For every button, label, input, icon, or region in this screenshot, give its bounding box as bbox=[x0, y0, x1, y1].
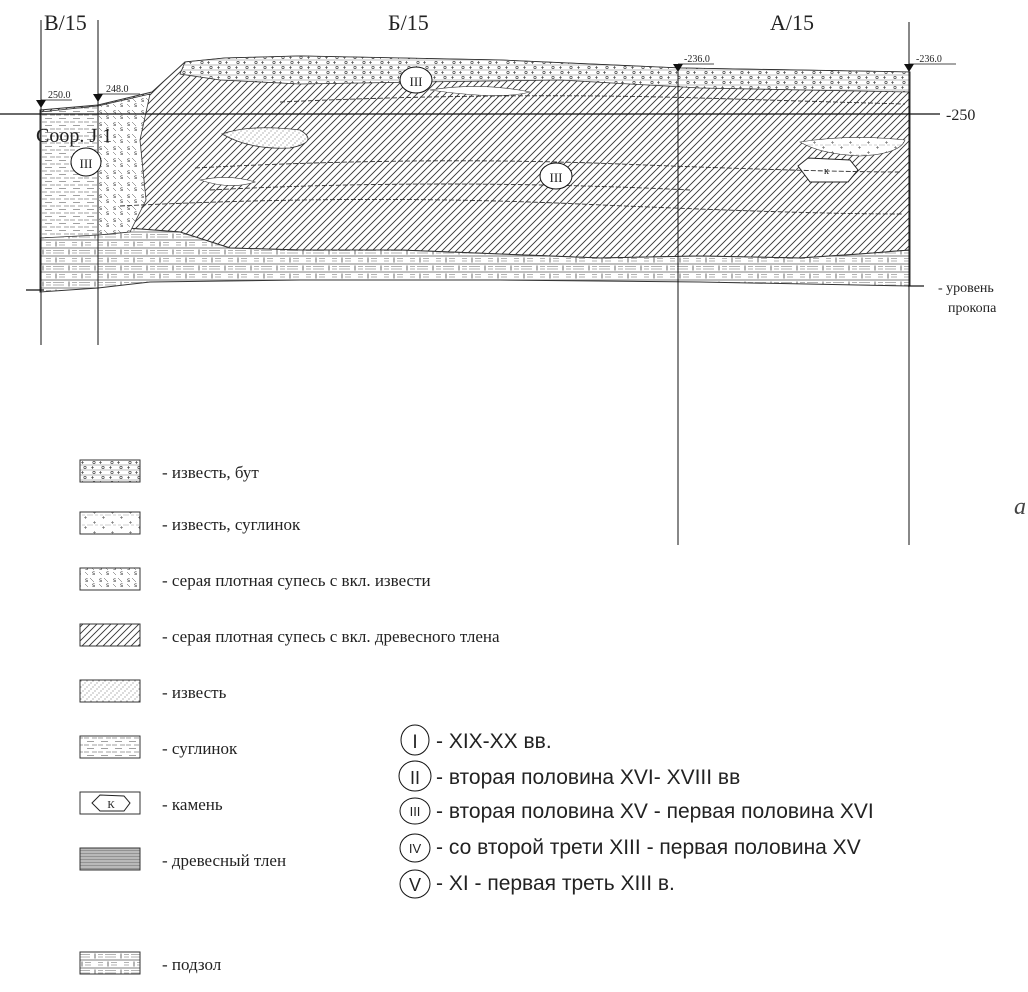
benchmark-value: -236.0 bbox=[916, 54, 942, 65]
level-label: -250 bbox=[946, 107, 975, 124]
layer-marker-label: III bbox=[550, 170, 563, 185]
lime-lens bbox=[221, 127, 309, 149]
period-numeral: I bbox=[412, 732, 417, 753]
wood-decay-pattern bbox=[79, 847, 141, 871]
stone-pattern-symbol: К bbox=[107, 799, 115, 811]
legend-label: - известь bbox=[162, 683, 227, 702]
period-numeral: III bbox=[410, 804, 421, 819]
column-label-a15: А/15 bbox=[770, 10, 814, 35]
column-label-v15: В/15 bbox=[44, 10, 87, 35]
legend-label: - подзол bbox=[162, 955, 222, 974]
benchmark-value: -236.0 bbox=[684, 54, 710, 65]
lime-loam-pattern bbox=[79, 511, 141, 535]
period-text: - со второй трети XIII - первая половина… bbox=[436, 836, 861, 859]
layer-marker-label: III bbox=[80, 156, 93, 171]
layer-marker-label: III bbox=[410, 74, 423, 89]
dig-level-label: - уровень bbox=[938, 281, 994, 296]
benchmark-arrow bbox=[904, 64, 914, 72]
period-text: - вторая половина XVI- XVIII вв bbox=[436, 766, 740, 789]
period-numeral: V bbox=[409, 875, 421, 895]
stone-outline bbox=[797, 157, 859, 183]
podzol-layer bbox=[39, 225, 911, 293]
period-text: - XIX-XX вв. bbox=[436, 730, 552, 753]
lime-pattern bbox=[79, 679, 141, 703]
layer-marker-circle bbox=[399, 66, 433, 94]
lime-lens bbox=[799, 137, 906, 157]
benchmark-arrow bbox=[93, 94, 103, 102]
dig-level-label: прокопа bbox=[948, 301, 997, 316]
period-legend: I II III IV V - XIX-XX вв. - вторая поло… bbox=[398, 724, 874, 899]
period-numeral: II bbox=[410, 768, 420, 788]
column-label-b15: Б/15 bbox=[388, 10, 429, 35]
legend-label: - известь, суглинок bbox=[162, 515, 301, 534]
period-numeral: IV bbox=[409, 841, 422, 856]
lime-lens bbox=[198, 177, 256, 186]
lime-lens bbox=[429, 86, 531, 96]
layer-marker-circle bbox=[539, 162, 573, 190]
period-marker-circle bbox=[399, 797, 431, 825]
lime-rubble-pattern bbox=[79, 459, 141, 483]
sandy-loam-wood-pattern bbox=[79, 623, 141, 647]
period-marker-circle bbox=[399, 833, 431, 863]
period-marker-circle bbox=[399, 869, 431, 899]
legend-label: - суглинок bbox=[162, 739, 238, 758]
period-text: - вторая половина XV - первая половина X… bbox=[436, 800, 874, 823]
legend-label: - серая плотная супесь с вкл. извести bbox=[162, 571, 431, 590]
benchmark-arrow bbox=[673, 64, 683, 72]
sandy-loam-lime-pattern bbox=[79, 567, 141, 591]
podzol-pattern bbox=[79, 951, 141, 975]
period-marker-circle bbox=[398, 760, 432, 792]
legend-label: - серая плотная супесь с вкл. древесного… bbox=[162, 627, 500, 646]
legend-label: - известь, бут bbox=[162, 463, 259, 482]
lime-rubble-layer bbox=[179, 55, 911, 93]
benchmark-arrow bbox=[36, 100, 46, 108]
figure-letter: а bbox=[1014, 494, 1026, 520]
layer-marker-circle bbox=[70, 147, 102, 177]
interface-lines bbox=[119, 95, 906, 215]
loam-pattern bbox=[79, 735, 141, 759]
stone-pattern-outline bbox=[91, 794, 131, 812]
structure-label: Соор. Ј 1 bbox=[36, 125, 112, 147]
stone-feature-label: к bbox=[824, 166, 829, 177]
benchmark-value: 248.0 bbox=[106, 84, 129, 95]
legend-label: - древесный тлен bbox=[162, 851, 286, 870]
section-profile bbox=[0, 20, 956, 545]
legend-label: - камень bbox=[162, 795, 223, 814]
benchmark-value: 250.0 bbox=[48, 90, 71, 101]
period-text: - XI - первая треть XIII в. bbox=[436, 872, 675, 895]
period-marker-circle bbox=[400, 724, 430, 756]
legend: К - известь, бут - известь, суглинок - с… bbox=[79, 459, 500, 975]
